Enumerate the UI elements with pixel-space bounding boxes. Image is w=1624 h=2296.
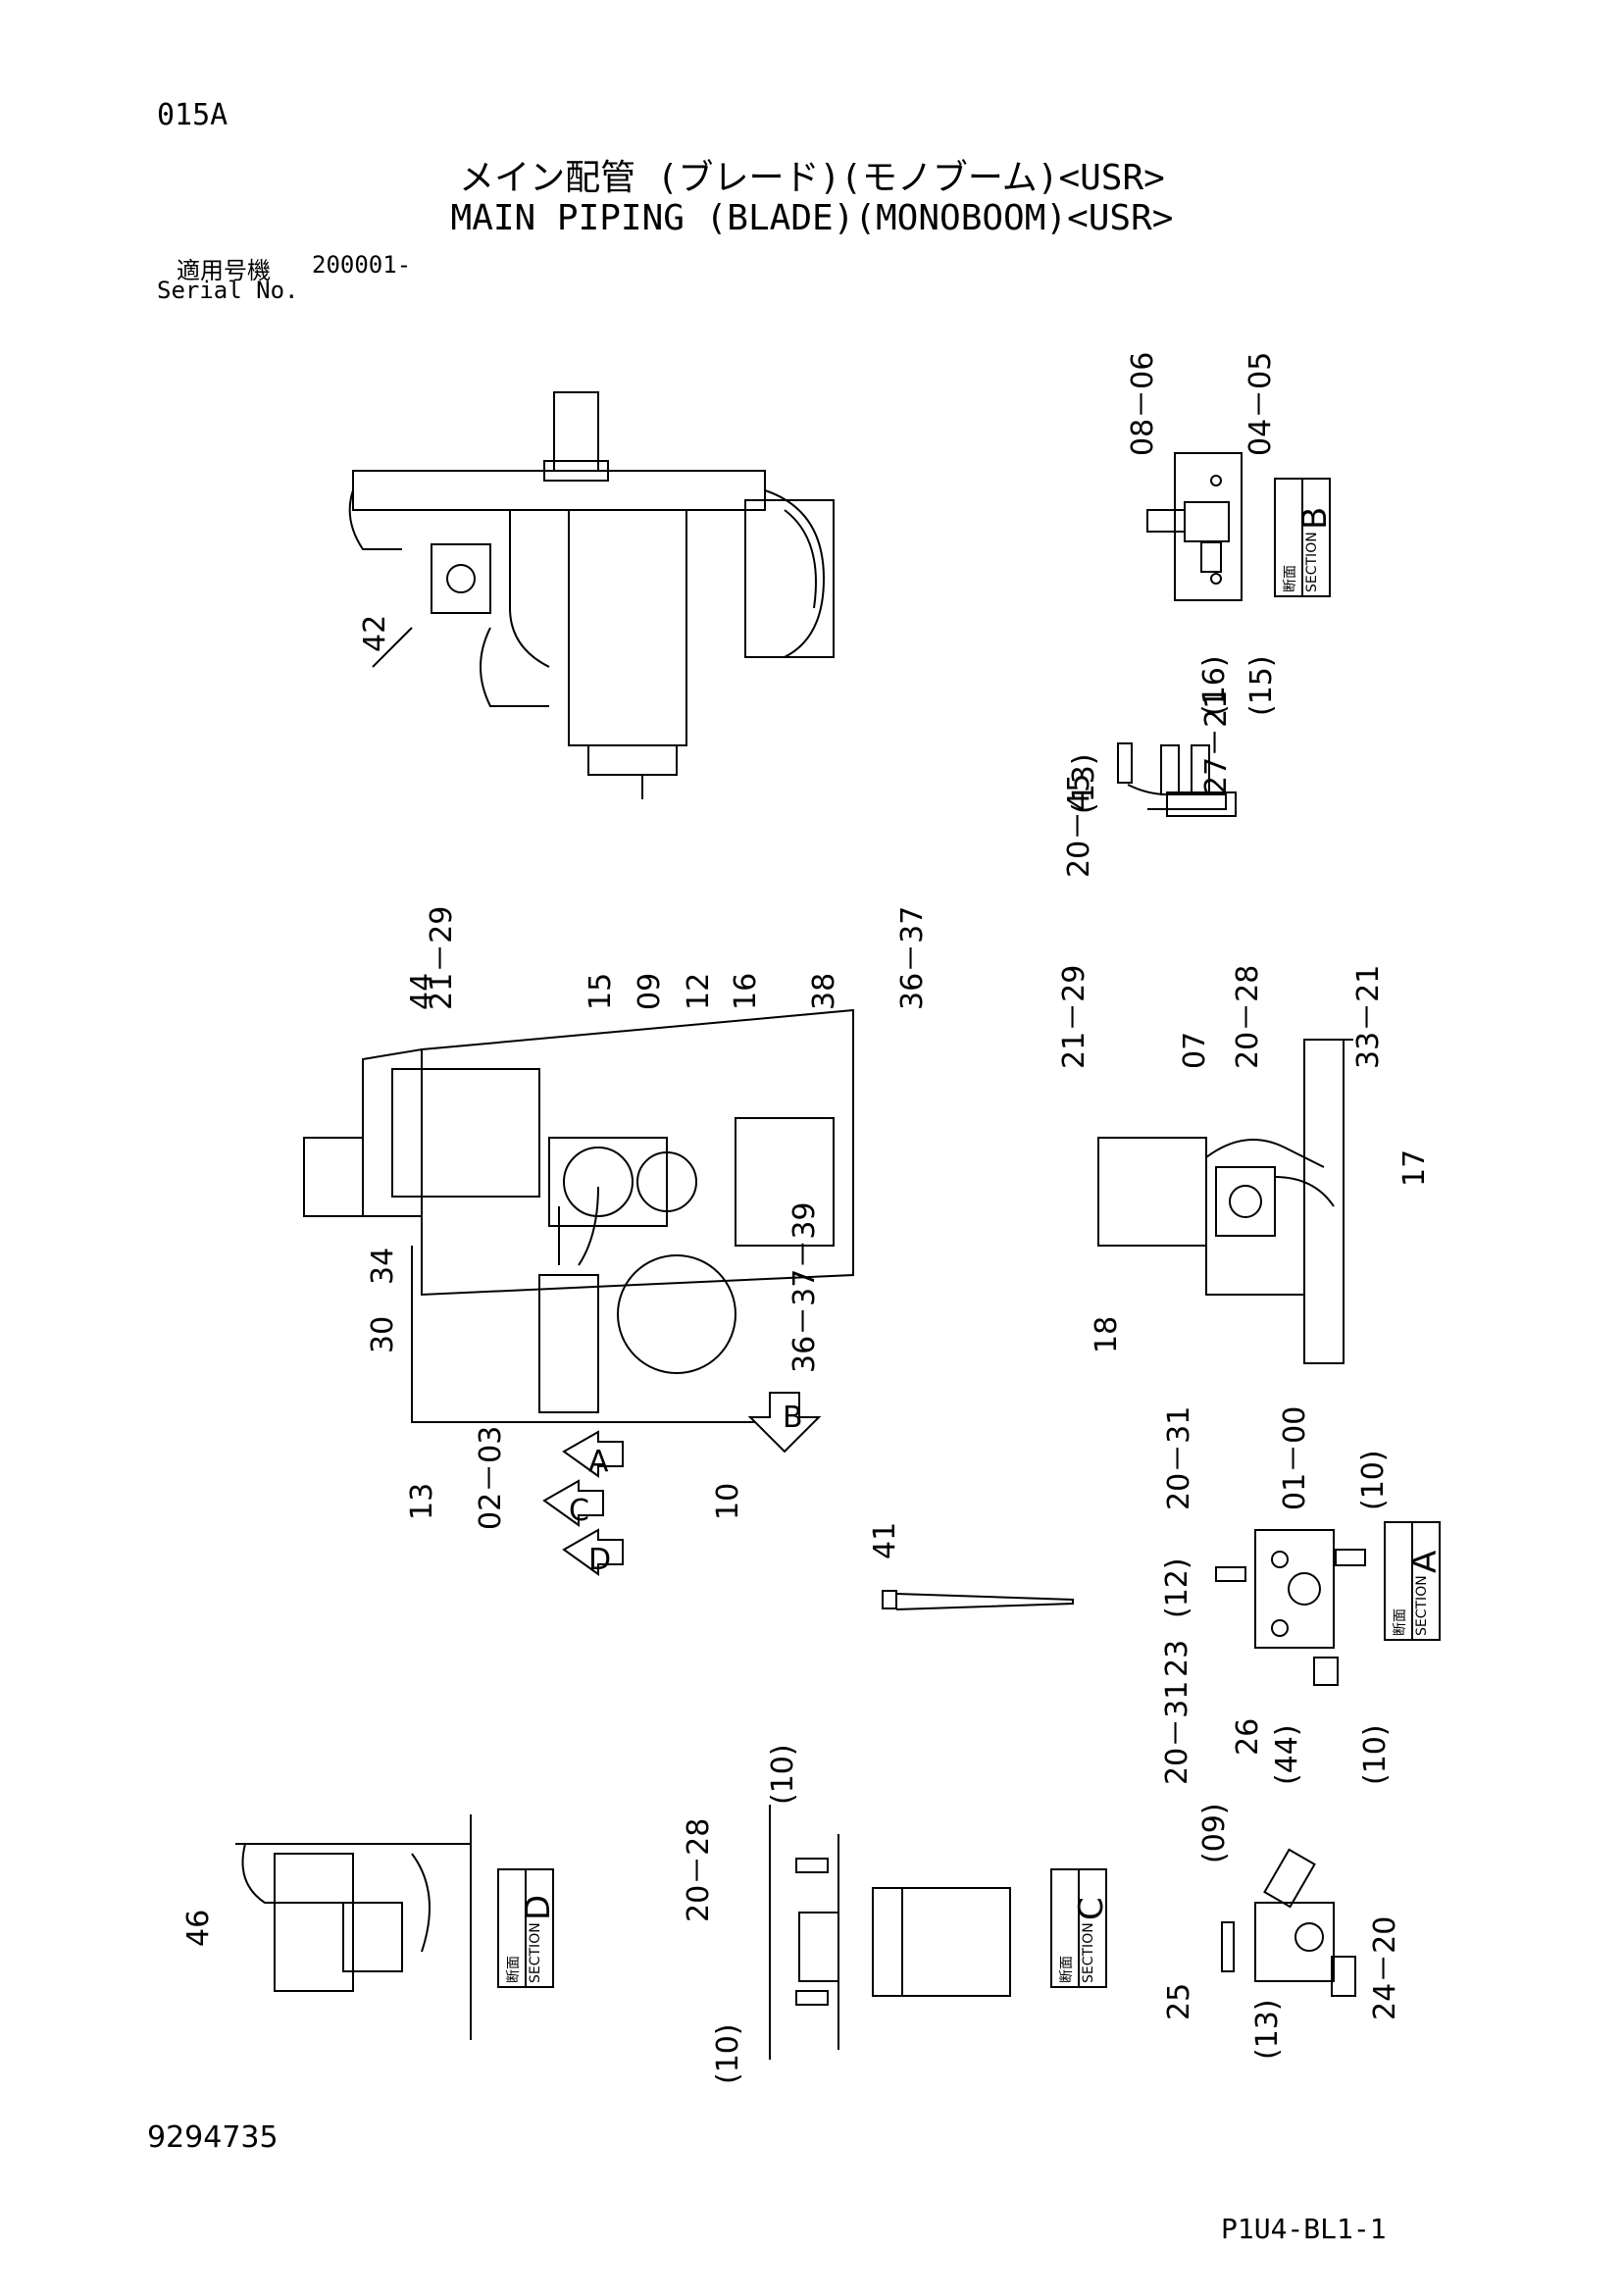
callout-33-21-right: 33－21 bbox=[1351, 965, 1386, 1069]
callout-20-45: 20－45 bbox=[1062, 774, 1096, 878]
callout-10-main: 10 bbox=[711, 1483, 745, 1520]
section-c-jp: 断面 bbox=[1059, 1956, 1075, 1983]
callout-10-a-top: (10) bbox=[1356, 1450, 1391, 1510]
callout-21-29-main: 21－29 bbox=[425, 906, 459, 1010]
callout-26-a: 26 bbox=[1231, 1718, 1265, 1756]
section-d-jp: 断面 bbox=[506, 1956, 522, 1983]
section-a-jp: 断面 bbox=[1393, 1608, 1408, 1636]
page-code: 015A bbox=[157, 98, 228, 132]
section-d-label: D 断面 SECTION bbox=[497, 1868, 558, 1988]
callout-02-03-main: 02－03 bbox=[474, 1426, 508, 1530]
callout-44-main: 44 bbox=[405, 973, 439, 1010]
serial-label-english: Serial No. bbox=[157, 277, 299, 304]
part-41-tie bbox=[882, 1590, 1074, 1610]
callout-20-28-right: 20－28 bbox=[1231, 965, 1265, 1069]
section-b-jp: 断面 bbox=[1283, 565, 1298, 592]
view-arrow-d: D bbox=[562, 1528, 624, 1577]
callout-21-29-right: 21－29 bbox=[1057, 965, 1091, 1069]
callout-13-main: 13 bbox=[405, 1483, 439, 1520]
callout-20-31-a-top: 20－31 bbox=[1162, 1406, 1196, 1510]
section-a-en: SECTION bbox=[1414, 1575, 1430, 1636]
callout-08-06: 08－06 bbox=[1126, 352, 1160, 456]
callout-15: (15) bbox=[1244, 655, 1279, 716]
serial-label-japanese: 適用号機 bbox=[177, 257, 271, 284]
section-c-label: C 断面 SECTION bbox=[1050, 1868, 1111, 1988]
main-assembly-view bbox=[303, 1008, 854, 1423]
valve-detail-bottom-right bbox=[1221, 1848, 1356, 1997]
callout-13-small: (13) bbox=[1067, 753, 1101, 814]
view-arrow-b-letter: B bbox=[783, 1401, 803, 1435]
view-arrow-c-letter: C bbox=[569, 1494, 589, 1528]
callout-15-main: 15 bbox=[584, 973, 618, 1010]
view-arrow-b: B bbox=[747, 1392, 822, 1454]
section-a-view bbox=[1215, 1529, 1366, 1686]
callout-17-right: 17 bbox=[1397, 1149, 1432, 1187]
callout-12-main: 12 bbox=[682, 973, 716, 1010]
callout-20-31-a-bottom: 20－31 bbox=[1160, 1681, 1194, 1785]
callout-16: (16) bbox=[1197, 655, 1232, 716]
callout-23-a: 23 bbox=[1160, 1640, 1194, 1677]
section-c-view bbox=[769, 1805, 1011, 2060]
callout-34-main: 34 bbox=[366, 1248, 400, 1285]
right-assembly-view bbox=[1097, 1039, 1353, 1364]
callout-10-a-bottom: (10) bbox=[1358, 1724, 1393, 1785]
drawing-number: 9294735 bbox=[147, 2120, 279, 2155]
section-c-en: SECTION bbox=[1081, 1922, 1096, 1983]
view-arrow-a-letter: A bbox=[588, 1445, 609, 1479]
title-japanese: メイン配管 (ブレード)(モノブーム)<USR> bbox=[459, 158, 1165, 198]
top-assembly-view bbox=[348, 391, 835, 799]
callout-46: 46 bbox=[181, 1910, 216, 1947]
callout-41: 41 bbox=[868, 1522, 902, 1559]
callout-30-main: 30 bbox=[366, 1316, 400, 1353]
section-d-view bbox=[235, 1814, 472, 2040]
section-a-letter: A bbox=[1405, 1551, 1445, 1573]
view-arrow-d-letter: D bbox=[588, 1543, 611, 1577]
callout-10-c-top: (10) bbox=[766, 1744, 800, 1805]
callout-09-br: (09) bbox=[1197, 1803, 1232, 1863]
callout-44-a: (44) bbox=[1270, 1724, 1304, 1785]
callout-18-right: 18 bbox=[1090, 1316, 1124, 1353]
serial-value: 200001- bbox=[312, 251, 412, 279]
view-arrow-c: C bbox=[542, 1479, 604, 1528]
valve-detail-small bbox=[1117, 742, 1237, 817]
callout-24-20-br: 24－20 bbox=[1368, 1916, 1402, 2020]
section-a-label: A 断面 SECTION bbox=[1384, 1521, 1445, 1641]
callout-09-main: 09 bbox=[633, 973, 667, 1010]
callout-10-c-bottom: (10) bbox=[711, 2023, 745, 2084]
section-d-letter: D bbox=[519, 1895, 558, 1920]
section-b-letter: B bbox=[1295, 507, 1335, 530]
callout-13-br: (13) bbox=[1250, 1999, 1285, 2060]
callout-20-28-c: 20－28 bbox=[682, 1818, 716, 1922]
callout-04-05: 04－05 bbox=[1243, 352, 1278, 456]
section-b-view bbox=[1146, 452, 1243, 601]
callout-07-right: 07 bbox=[1178, 1032, 1212, 1069]
section-b-label: B 断面 SECTION bbox=[1274, 478, 1335, 597]
callout-12-a: (12) bbox=[1160, 1557, 1194, 1618]
callout-38-main: 38 bbox=[807, 973, 841, 1010]
section-c-letter: C bbox=[1072, 1897, 1111, 1920]
callout-36-37-39-main: 36－37－39 bbox=[787, 1201, 822, 1373]
title-english: MAIN PIPING (BLADE)(MONOBOOM)<USR> bbox=[450, 198, 1174, 238]
callout-42: 42 bbox=[358, 615, 392, 652]
view-arrow-a: A bbox=[562, 1430, 624, 1479]
section-d-en: SECTION bbox=[528, 1922, 543, 1983]
callout-25-br: 25 bbox=[1162, 1983, 1196, 2020]
callout-36-37-main: 36－37 bbox=[895, 906, 930, 1010]
reference-code: P1U4-BL1-1 bbox=[1221, 2213, 1387, 2245]
callout-01-00-a: 01－00 bbox=[1278, 1406, 1312, 1510]
callout-27-21: 27－21 bbox=[1199, 690, 1234, 794]
section-b-en: SECTION bbox=[1304, 532, 1320, 592]
callout-16-main: 16 bbox=[729, 973, 763, 1010]
